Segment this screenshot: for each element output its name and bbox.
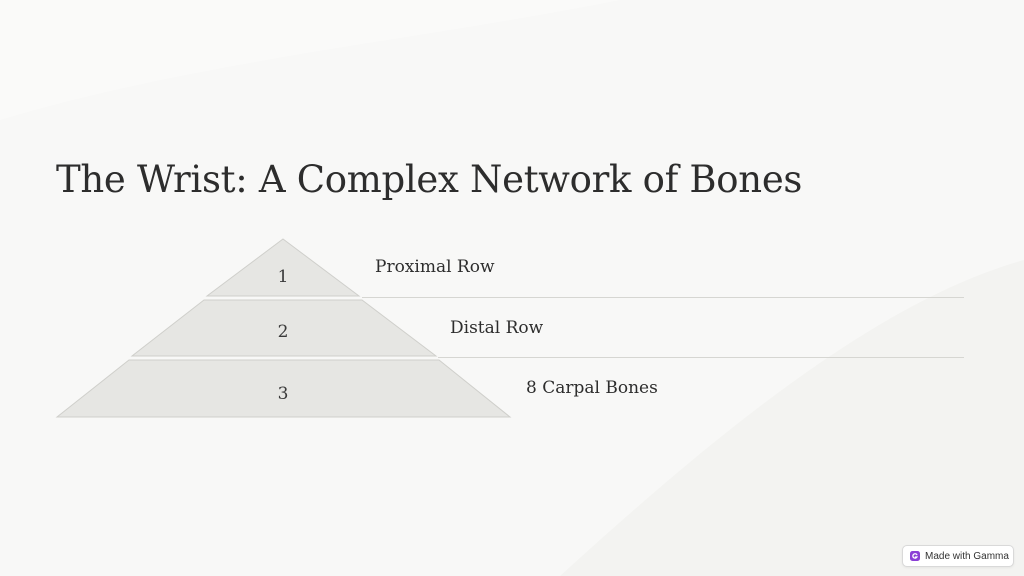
pyramid-tier-3 bbox=[55, 359, 512, 418]
gamma-logo-icon bbox=[910, 551, 920, 561]
tier-label-carpal-bones: 8 Carpal Bones bbox=[526, 378, 658, 398]
slide-title: The Wrist: A Complex Network of Bones bbox=[56, 158, 803, 201]
pyramid-tier-1 bbox=[205, 238, 361, 297]
tier-number-1: 1 bbox=[278, 267, 289, 287]
tier-number-2: 2 bbox=[278, 322, 289, 342]
made-with-gamma-badge[interactable]: Made with Gamma bbox=[902, 545, 1014, 567]
tier-label-distal-row: Distal Row bbox=[450, 318, 544, 338]
pyramid-tier-2 bbox=[130, 299, 438, 357]
badge-label: Made with Gamma bbox=[925, 550, 1009, 562]
tier-label-proximal-row: Proximal Row bbox=[375, 257, 495, 277]
tier-number-3: 3 bbox=[278, 384, 289, 404]
